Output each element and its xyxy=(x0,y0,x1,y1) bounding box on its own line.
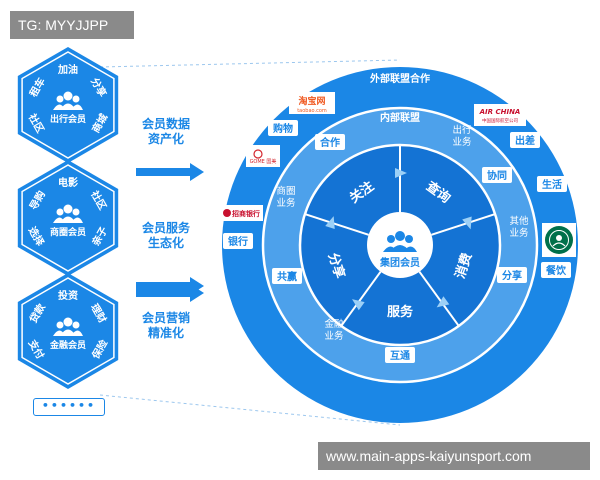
people-icon xyxy=(383,231,417,252)
starbucks-logo xyxy=(542,223,576,257)
hexagon-center-label: 商圈会员 xyxy=(50,226,86,238)
outer-chip[interactable]: 银行 xyxy=(223,233,253,249)
bank-logo: 招商银行 xyxy=(219,205,263,221)
hexagon-center-label: 金融会员 xyxy=(49,339,86,351)
hexagon-item-label: 加油 xyxy=(57,63,78,76)
taobao-logo-text: 淘宝网 xyxy=(298,95,325,107)
airchina-logo-text: AIR CHINA xyxy=(479,108,521,116)
chip-label: 分享 xyxy=(502,269,522,282)
alliance-circle: 集团会员 外部联盟合作 内部联盟 关注查询消费服务分享 出行业务其他业务金融业务… xyxy=(219,67,578,423)
business-label: 出行 xyxy=(452,124,472,136)
bank-logo-text: 招商银行 xyxy=(232,209,260,218)
sector-label: 分享 xyxy=(325,251,348,281)
middle-chip[interactable]: 互通 xyxy=(385,347,415,363)
chip-label: 餐饮 xyxy=(545,264,567,277)
chip-label: 生活 xyxy=(542,178,562,191)
spoke-arrow-icon xyxy=(436,296,450,308)
middle-ring-border xyxy=(261,106,539,384)
arrow-caption: 会员数据 xyxy=(142,116,190,131)
chip-label: 合作 xyxy=(319,136,340,149)
chip-label: 互通 xyxy=(390,350,410,362)
hexagon-group: 出行会员加油分享商城社区租车商圈会员电影社区亲子选择导购金融会员投资理财保险支付… xyxy=(17,47,119,389)
arrow-caption: 生态化 xyxy=(148,235,184,250)
outer-chip[interactable]: 出差 xyxy=(510,132,540,148)
hexagon-center-label: 出行会员 xyxy=(50,113,86,125)
more-button[interactable]: •••••• xyxy=(33,398,105,416)
chip-label: 购物 xyxy=(273,122,293,135)
sector-label: 消费 xyxy=(452,251,475,281)
outer-title: 外部联盟合作 xyxy=(369,72,430,85)
chip-label: 银行 xyxy=(228,235,248,248)
people-icon xyxy=(53,204,83,223)
airchina-logo-sub: 中国国际航空公司 xyxy=(482,117,518,124)
hexagon-inner-border xyxy=(21,51,115,159)
spoke-line xyxy=(418,271,460,327)
business-label: 业务 xyxy=(324,330,344,342)
middle-chip[interactable]: 共赢 xyxy=(272,268,302,284)
sector-label: 服务 xyxy=(387,304,414,320)
business-label: 业务 xyxy=(276,197,296,209)
right-arrow-icon xyxy=(136,277,204,295)
gome-logo: GOME 国美 xyxy=(246,145,280,167)
watermark-tag: TG: MYYJJPP xyxy=(10,11,134,39)
right-arrow-icon xyxy=(136,284,204,302)
middle-title: 内部联盟 xyxy=(380,111,420,124)
connector-top-line xyxy=(99,59,401,68)
hexagon-inner-border xyxy=(21,164,115,272)
taobao-logo: 淘宝网 taobao.com xyxy=(289,92,335,114)
middle-chip[interactable]: 协同 xyxy=(482,167,512,183)
arrow-caption: 会员服务 xyxy=(142,220,191,235)
connector-bottom-line xyxy=(99,394,401,426)
chip-label: 出差 xyxy=(515,134,535,147)
arrow-caption: 精准化 xyxy=(148,325,184,340)
spoke-line xyxy=(340,271,382,327)
chip-label: 共赢 xyxy=(277,270,297,283)
hexagon-item-label: 投资 xyxy=(58,289,78,302)
spoke-line xyxy=(431,213,496,236)
watermark-url: www.main-apps-kaiyunsport.com xyxy=(318,442,590,470)
middle-chip[interactable]: 分享 xyxy=(497,267,527,283)
business-label: 业务 xyxy=(452,136,472,148)
chip-label: 协同 xyxy=(487,169,507,182)
outer-chip[interactable]: 生活 xyxy=(537,176,567,192)
business-label: 业务 xyxy=(509,227,529,239)
outer-chip[interactable]: 餐饮 xyxy=(541,262,571,278)
spoke-arrow-icon xyxy=(395,168,407,178)
arrow-caption: 资产化 xyxy=(148,131,184,146)
business-label: 其他 xyxy=(509,215,529,227)
business-label: 金融 xyxy=(324,318,344,330)
middle-chip[interactable]: 合作 xyxy=(315,134,345,150)
spoke-arrow-icon xyxy=(462,216,472,230)
outer-chip[interactable]: 购物 xyxy=(268,120,298,136)
core-label: 集团会员 xyxy=(379,256,420,269)
spoke-arrow-icon xyxy=(352,299,365,311)
business-label: 商圈 xyxy=(276,185,295,197)
hexagon-inner-border xyxy=(21,277,115,385)
taobao-logo-sub: taobao.com xyxy=(297,108,327,114)
hexagon-item-label: 电影 xyxy=(58,176,78,189)
spoke-arrow-icon xyxy=(325,216,335,230)
people-icon xyxy=(53,317,83,336)
people-icon xyxy=(53,91,83,110)
spoke-line xyxy=(304,213,369,236)
right-arrow-icon xyxy=(136,163,204,181)
gome-logo-text: GOME 国美 xyxy=(250,158,277,165)
arrow-caption: 会员营销 xyxy=(142,310,190,325)
spokes-group xyxy=(304,145,496,327)
airchina-logo: AIR CHINA 中国国际航空公司 xyxy=(474,104,526,126)
